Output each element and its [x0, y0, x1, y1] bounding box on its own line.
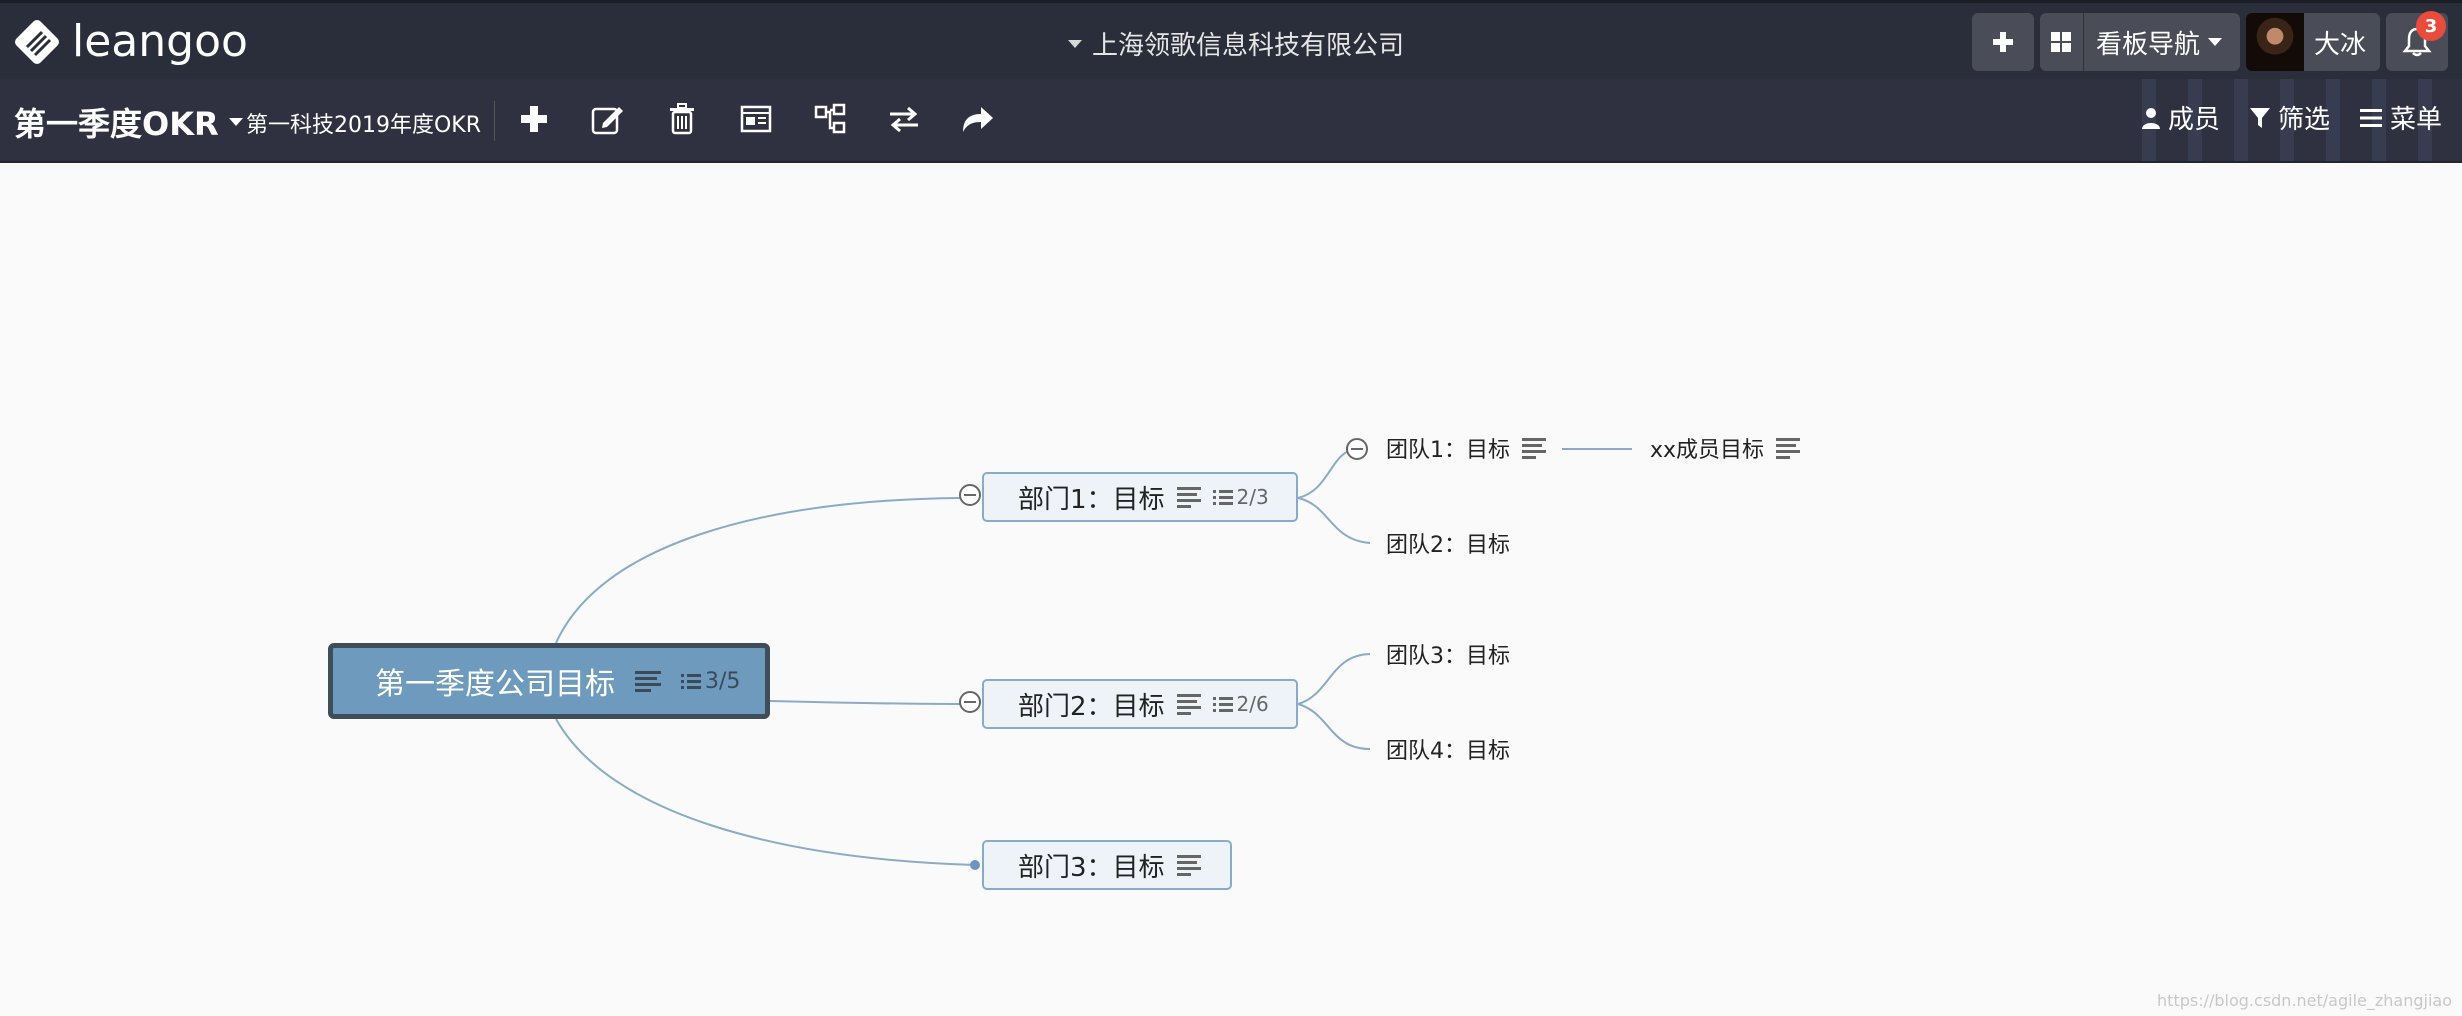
team-label: 团队3：目标 — [1386, 644, 1510, 669]
team-label: 团队1：目标 — [1386, 438, 1510, 463]
notifications-button[interactable]: 3 — [2386, 11, 2448, 71]
mindmap-canvas[interactable]: 第一季度公司目标 3/5 部门1：目标 2/3 部门2：目标 2/6 — [0, 165, 2462, 1016]
share-icon — [963, 107, 993, 132]
link-root-dept2 — [769, 700, 961, 705]
dept-node-1[interactable]: 部门1：目标 2/3 — [982, 472, 1298, 522]
team-node-1[interactable]: 团队1：目标 — [1386, 431, 1546, 465]
collapse-toggle-team1[interactable] — [1346, 438, 1368, 460]
plus-icon — [1992, 32, 2013, 52]
key-results-count: 3/5 — [681, 669, 740, 694]
dept-label: 部门1：目标 — [1018, 484, 1165, 515]
link-dept2-team3 — [1297, 653, 1371, 705]
toolbar-actions — [514, 97, 998, 141]
board-subtitle: 第一科技2019年度OKR — [246, 113, 482, 138]
avatar — [2245, 13, 2304, 71]
top-navbar: leangoo 上海领歌信息科技有限公司 看板导航 大冰 3 — [0, 0, 2462, 79]
edit-icon — [591, 107, 623, 135]
logo-text: leangoo — [72, 16, 248, 67]
toolbar-decoration — [2142, 79, 2462, 161]
app-logo[interactable]: leangoo — [12, 17, 248, 67]
description-icon — [1776, 437, 1801, 459]
description-icon — [1176, 486, 1201, 508]
caret-down-icon — [2207, 38, 2222, 46]
user-name: 大冰 — [2313, 29, 2366, 60]
hierarchy-icon — [814, 103, 846, 134]
list-icon — [1212, 696, 1233, 712]
caret-down-icon — [228, 118, 243, 126]
plus-icon — [521, 106, 547, 132]
share-button[interactable] — [958, 97, 998, 141]
dept-label: 部门2：目标 — [1018, 691, 1165, 722]
board-nav-label: 看板导航 — [2095, 29, 2200, 60]
board-toolbar: 第一季度OKR 第一科技2019年度OKR — [0, 79, 2462, 163]
user-menu[interactable]: 大冰 — [2245, 13, 2380, 71]
team-node-3[interactable]: 团队3：目标 — [1386, 637, 1510, 671]
mindmap-links — [555, 448, 1632, 866]
collapse-toggle-dept1[interactable] — [959, 484, 981, 506]
root-label: 第一季度公司目标 — [375, 667, 615, 702]
description-icon — [1176, 693, 1201, 715]
create-button[interactable] — [1971, 13, 2034, 71]
watermark: https://blog.csdn.net/agile_zhangjiao — [2157, 991, 2452, 1010]
description-icon — [1522, 437, 1546, 459]
list-icon — [681, 673, 701, 689]
grid-icon — [2040, 13, 2084, 71]
menu-button[interactable]: 菜单 — [2359, 99, 2442, 136]
team-node-2[interactable]: 团队2：目标 — [1386, 526, 1510, 560]
team-label: 团队4：目标 — [1386, 739, 1510, 764]
delete-node-button[interactable] — [662, 97, 702, 141]
hamburger-icon — [2359, 108, 2382, 127]
swap-icon — [890, 106, 918, 133]
card-icon — [740, 105, 772, 133]
card-view-button[interactable] — [736, 97, 776, 141]
filter-icon — [2249, 107, 2270, 128]
link-dept1-team2 — [1297, 497, 1371, 544]
trash-icon — [670, 103, 694, 135]
board-title-text: 第一季度OKR — [14, 105, 219, 143]
link-endpoint-dot — [970, 860, 980, 870]
dept-label: 部门3：目标 — [1018, 852, 1165, 883]
dept-node-3[interactable]: 部门3：目标 — [982, 840, 1232, 890]
board-title[interactable]: 第一季度OKR — [14, 99, 247, 145]
key-results-count: 2/6 — [1212, 692, 1269, 716]
link-root-dept1 — [555, 497, 961, 644]
dept-node-2[interactable]: 部门2：目标 2/6 — [982, 679, 1298, 729]
team-label: 团队2：目标 — [1386, 533, 1510, 558]
user-icon — [2141, 107, 2160, 129]
team-node-4[interactable]: 团队4：目标 — [1386, 732, 1510, 766]
filter-button[interactable]: 筛选 — [2249, 99, 2330, 136]
toolbar-divider — [494, 101, 495, 141]
toolbar-right: 成员 筛选 菜单 — [2141, 99, 2442, 136]
description-icon — [635, 670, 661, 692]
link-dept2-team4 — [1297, 703, 1371, 750]
list-icon — [1212, 489, 1233, 505]
member-label: xx成员目标 — [1650, 438, 1765, 463]
leangoo-logo-icon — [12, 17, 62, 67]
link-root-dept3 — [555, 718, 976, 866]
link-dept1-team1 — [1297, 448, 1356, 499]
company-name: 上海领歌信息科技有限公司 — [1092, 31, 1405, 61]
notification-badge: 3 — [2416, 11, 2446, 41]
company-switcher[interactable]: 上海领歌信息科技有限公司 — [1068, 25, 1404, 62]
edit-node-button[interactable] — [588, 97, 628, 141]
members-label: 成员 — [2167, 105, 2220, 135]
filter-label: 筛选 — [2277, 105, 2330, 135]
members-button[interactable]: 成员 — [2141, 99, 2220, 136]
board-nav-button[interactable]: 看板导航 — [2039, 13, 2240, 71]
structure-button[interactable] — [810, 97, 850, 141]
root-node[interactable]: 第一季度公司目标 3/5 — [328, 643, 770, 719]
collapse-toggle-dept2[interactable] — [959, 691, 981, 713]
top-right-actions: 看板导航 大冰 3 — [1971, 11, 2448, 73]
key-results-count: 2/3 — [1212, 485, 1269, 509]
description-icon — [1176, 854, 1201, 876]
caret-down-icon — [1068, 39, 1082, 48]
add-node-button[interactable] — [514, 97, 554, 141]
member-node[interactable]: xx成员目标 — [1650, 431, 1801, 465]
swap-button[interactable] — [884, 97, 924, 141]
menu-label: 菜单 — [2389, 105, 2442, 135]
